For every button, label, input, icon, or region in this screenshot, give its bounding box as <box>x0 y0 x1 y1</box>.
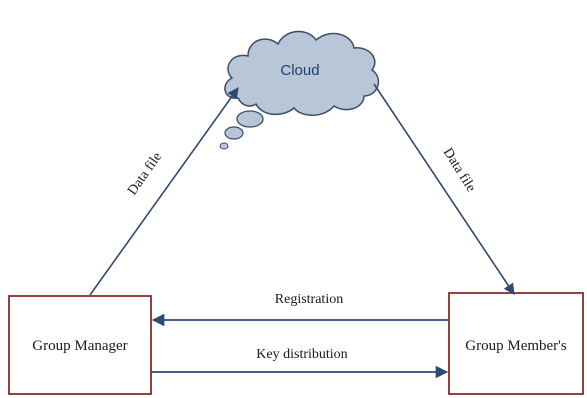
registration-label: Registration <box>275 292 343 307</box>
cloud-to-members-arrow <box>373 83 515 295</box>
cloud-node: Cloud <box>219 30 380 150</box>
group-members-label: Group Member's <box>465 338 567 354</box>
group-manager-box <box>8 295 152 395</box>
group-members-box <box>448 292 584 395</box>
manager-to-cloud-arrow <box>89 87 239 296</box>
cloud-shape <box>224 30 380 116</box>
cloud-bubble-medium <box>224 126 244 140</box>
cloud-to-members-label: Data file <box>440 146 478 195</box>
manager-to-cloud-label: Data file <box>125 150 165 198</box>
cloud-label: Cloud <box>280 62 319 79</box>
group-manager-label: Group Manager <box>32 338 127 354</box>
group-manager-node: Group Manager <box>8 295 152 395</box>
cloud-bubble-large <box>236 110 264 128</box>
group-members-node: Group Member's <box>448 292 584 395</box>
cloud-bubble-small <box>219 142 229 150</box>
key-distribution-label: Key distribution <box>256 347 347 362</box>
